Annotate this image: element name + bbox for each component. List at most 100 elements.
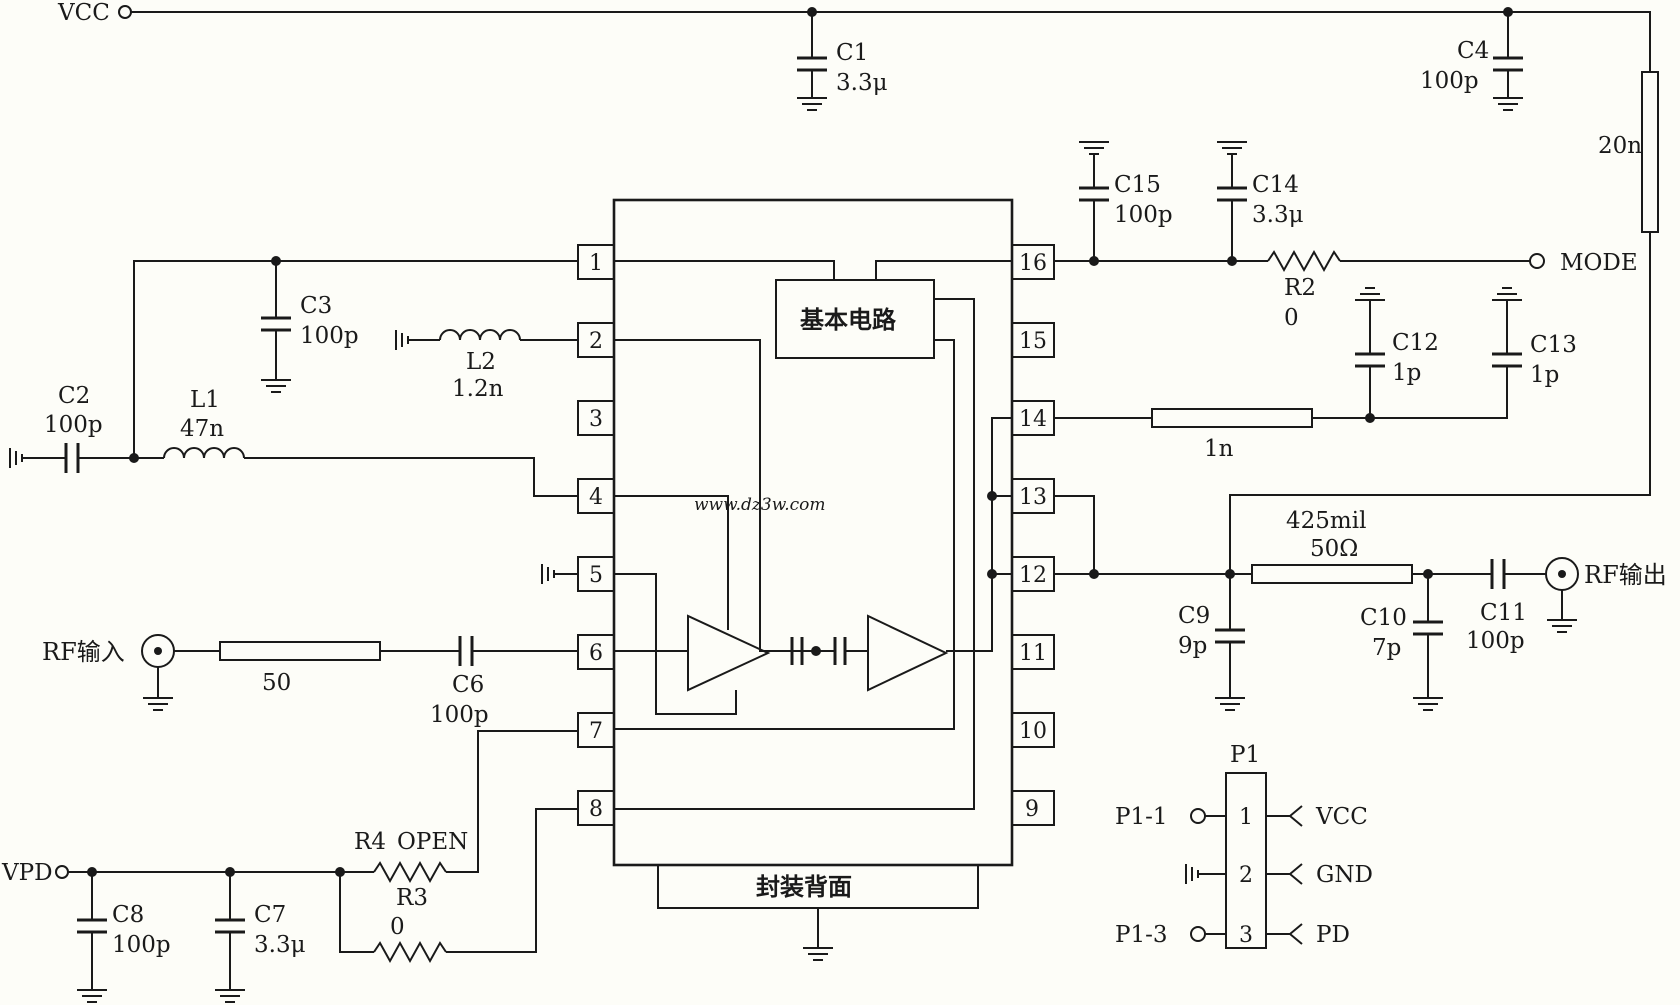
ic-pin-3	[577, 400, 615, 436]
ic-internal-wiring	[614, 260, 1012, 810]
c3-ref: C3	[300, 293, 332, 319]
ic-pin-15	[1011, 322, 1055, 358]
p1-signal-vcc: VCC	[1315, 804, 1368, 830]
tl-1n-label: 1n	[1204, 436, 1234, 462]
tl-rf-in-label: 50	[262, 670, 291, 696]
c9-value: 9p	[1178, 633, 1207, 659]
tl-rf-in	[219, 641, 381, 661]
p1-1-label: P1-1	[1115, 804, 1168, 830]
package-label: 封装背面	[756, 872, 852, 901]
tl-425mil-length: 425mil	[1286, 508, 1366, 534]
tl-425mil-impedance: 50Ω	[1310, 536, 1358, 562]
c7-ref: C7	[254, 902, 286, 928]
p1-3-label: P1-3	[1115, 922, 1168, 948]
c11-ref: C11	[1480, 600, 1527, 626]
c9-ref: C9	[1178, 603, 1210, 629]
p1-body	[1225, 772, 1267, 949]
c2-ref: C2	[58, 383, 90, 409]
pin-label: 8	[589, 797, 603, 822]
capacitor-c4: C4 100p	[1420, 12, 1523, 111]
pin-label: 11	[1019, 641, 1047, 666]
pin-label: 7	[589, 719, 603, 744]
r2-value: 0	[1284, 305, 1299, 331]
pin-label: 2	[589, 329, 603, 354]
l1-value: 47n	[180, 416, 224, 442]
c15-ref: C15	[1114, 172, 1161, 198]
vcc-terminal	[118, 5, 132, 19]
ic-package: 封装背面 基本电路	[612, 198, 1014, 961]
p1-pin-num: 2	[1239, 863, 1253, 888]
vpd-network: VPD C8 100p C7 3.3μ R4 OPEN R3 0	[1, 730, 578, 1003]
pin-label: 1	[589, 251, 603, 276]
pin4-network: C2 100p L1 47n	[9, 383, 578, 497]
p1-signal-pd: PD	[1316, 922, 1350, 948]
inductor-l1	[163, 447, 245, 459]
r3-ref: R3	[396, 885, 428, 911]
resistor-r2	[1267, 249, 1341, 273]
pin-label: 5	[589, 563, 603, 588]
c6-ref: C6	[452, 672, 484, 698]
c13-value: 1p	[1530, 362, 1559, 388]
c6-value: 100p	[430, 702, 489, 728]
r4-value: OPEN	[397, 829, 468, 855]
p1-pin-num: 3	[1239, 923, 1253, 948]
pin16-network: C15 100p C14 3.3μ R2 0 MODE	[1054, 141, 1638, 331]
mode-terminal	[1529, 253, 1545, 269]
p1-ref: P1	[1230, 742, 1260, 768]
pin5-ground	[541, 564, 578, 584]
rf-in-label: RF输入	[42, 638, 125, 666]
c12-ref: C12	[1392, 330, 1439, 356]
c7-value: 3.3μ	[254, 932, 306, 958]
p1-pin-num: 1	[1239, 805, 1253, 830]
rf-input-network: RF输入 50 C6 100p	[42, 634, 578, 728]
pin1-network: C3 100p	[133, 256, 578, 458]
c4-ref: C4	[1457, 38, 1489, 64]
pin2-network: L2 1.2n	[395, 329, 578, 402]
pin-label: 6	[589, 641, 603, 666]
pin-label: 3	[589, 407, 603, 432]
c11-value: 100p	[1466, 628, 1525, 654]
c14-value: 3.3μ	[1252, 202, 1304, 228]
c2-value: 100p	[44, 412, 103, 438]
core-circuit-label: 基本电路	[800, 305, 897, 334]
c4-value: 100p	[1420, 68, 1479, 94]
c3-value: 100p	[300, 323, 359, 349]
pin14-network: 1n C12 1p C13 1p	[1054, 287, 1577, 462]
rf-output-network: C9 9p 425mil 50Ω C10 7p C11 100p RF输出	[1054, 495, 1667, 711]
pin-label: 4	[589, 485, 603, 510]
tl-20n	[1641, 71, 1659, 233]
pin-label: 16	[1019, 251, 1047, 276]
c10-value: 7p	[1372, 635, 1401, 661]
c10-ref: C10	[1360, 605, 1407, 631]
ic-pin-10	[1011, 712, 1055, 748]
core-circuit-box	[775, 279, 935, 359]
pin-label: 9	[1025, 797, 1039, 822]
c13-ref: C13	[1530, 332, 1577, 358]
l2-ref: L2	[466, 349, 496, 375]
capacitor-c1: C1 3.3μ	[797, 12, 888, 111]
tl-20n-label: 20n	[1598, 133, 1642, 159]
c15-value: 100p	[1114, 202, 1173, 228]
vpd-terminal	[55, 865, 69, 879]
c8-ref: C8	[112, 902, 144, 928]
inductor-l2	[439, 329, 521, 341]
rf-out-label: RF输出	[1584, 561, 1667, 589]
c8-value: 100p	[112, 932, 171, 958]
pin-label: 15	[1019, 329, 1047, 354]
resistor-r3	[373, 940, 447, 964]
pin-label: 13	[1019, 485, 1047, 510]
tl-1n	[1151, 408, 1313, 428]
connector-p1: P1 P1-1 1 VCC 2 GND P1-3 3 PD	[1115, 742, 1373, 949]
ic-pin-9	[1011, 790, 1055, 826]
amplifier-stage-1	[687, 614, 771, 692]
r4-ref: R4	[354, 829, 386, 855]
pin-label: 10	[1019, 719, 1047, 744]
c12-value: 1p	[1392, 360, 1421, 386]
vcc-label: VCC	[57, 0, 110, 26]
pin-label: 12	[1019, 563, 1047, 588]
l1-ref: L1	[190, 387, 220, 413]
resistor-r4	[373, 860, 447, 884]
c1-value: 3.3μ	[836, 70, 888, 96]
watermark: www.dz3w.com	[694, 495, 826, 515]
p1-signal-gnd: GND	[1316, 862, 1373, 888]
